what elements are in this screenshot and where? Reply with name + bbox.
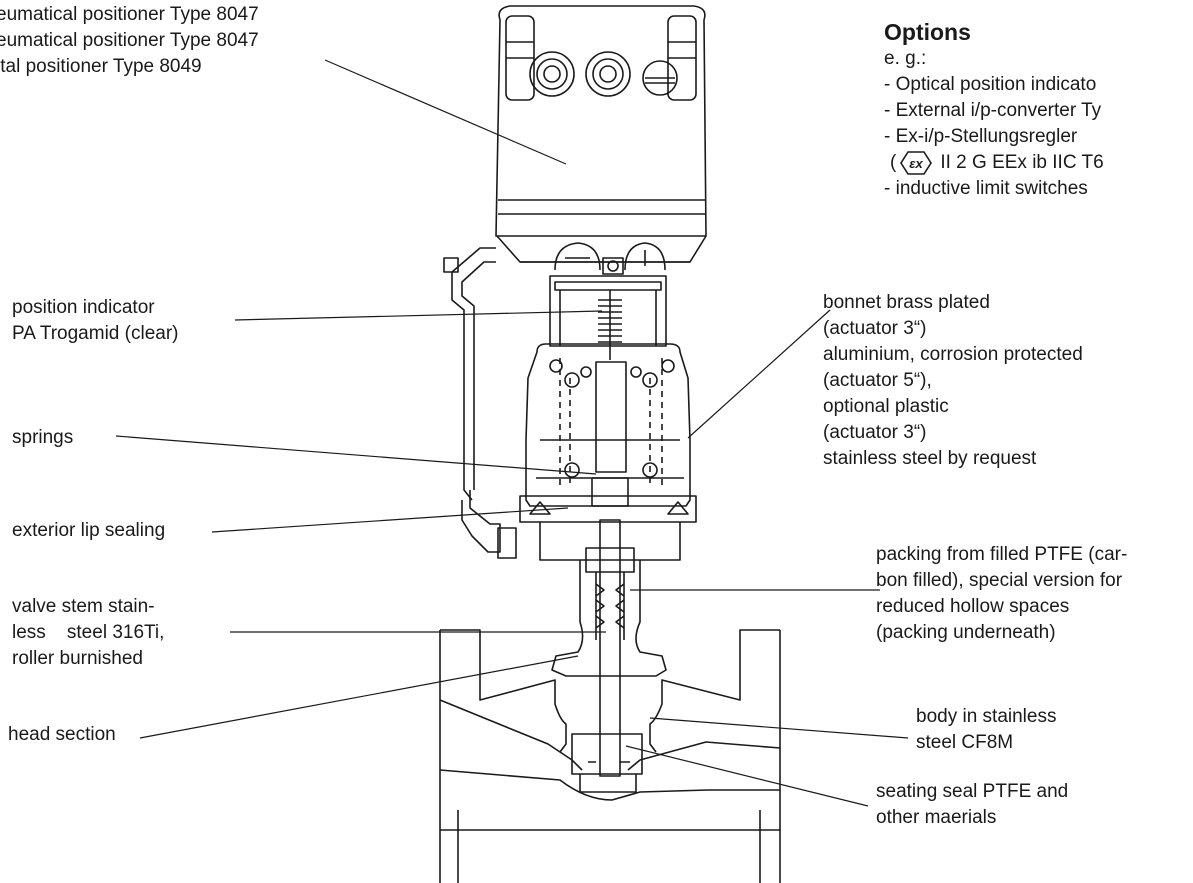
valve-stem-line-2: less steel 316Ti,: [12, 622, 165, 643]
positioner-type-labels: eumatical positioner Type 8047 eumatical…: [0, 2, 259, 80]
packing-label: packing from filled PTFE (car- bon fille…: [876, 542, 1127, 646]
bonnet-line-1: bonnet brass plated: [823, 292, 990, 313]
air-tube: [443, 247, 517, 559]
exterior-lip-text: exterior lip sealing: [12, 520, 166, 541]
options-title: Options: [884, 19, 971, 45]
options-block: Options e. g.: - Optical position indica…: [884, 18, 1104, 202]
valve-stem-line-1: valve stem stain-: [12, 596, 155, 617]
position-indicator-label: position indicator PA Trogamid (clear): [12, 295, 178, 347]
packing-line-3: reduced hollow spaces: [876, 596, 1070, 617]
ex-classification-text: II 2 G EEx ib IIC T6: [940, 152, 1104, 173]
explosion-protection-hexagon-icon: εx: [900, 151, 933, 175]
cable-glands: [529, 51, 678, 97]
seating-line-2: other maerials: [876, 807, 997, 828]
head-section-label: head section: [8, 722, 116, 748]
packing-line-2: bon filled), special version for: [876, 570, 1123, 591]
bonnet-line-3: aluminium, corrosion protected: [823, 344, 1083, 365]
exterior-lip-sealing-label: exterior lip sealing: [12, 518, 165, 544]
options-item-1: - Optical position indicato: [884, 74, 1097, 95]
springs-text: springs: [12, 427, 74, 448]
valve-stem-line-3: roller burnished: [12, 648, 143, 669]
bonnet-line-4: (actuator 5“),: [823, 370, 932, 391]
options-eg: e. g.:: [884, 48, 927, 69]
valve-body: [439, 629, 781, 883]
bonnet-line-7: stainless steel by request: [823, 448, 1037, 469]
positioner-housing: [495, 5, 707, 237]
options-item-4: - inductive limit switches: [884, 178, 1088, 199]
positioner-line-2: eumatical positioner Type 8047: [0, 30, 259, 51]
positioner-bottom-screws: [496, 235, 707, 275]
ex-classification-line: ( εx II 2 G EEx ib IIC T6: [884, 150, 1104, 176]
body-label: body in stainless steel CF8M: [916, 704, 1056, 756]
packing-line-4: (packing underneath): [876, 622, 1056, 643]
seating-line-1: seating seal PTFE and: [876, 781, 1069, 802]
leader-lines: [115, 59, 909, 807]
bonnet-label: bonnet brass plated (actuator 3“) alumin…: [823, 290, 1083, 472]
options-item-3: - Ex-i/p-Stellungsregler: [884, 126, 1078, 147]
position-indicator-line-1: position indicator: [12, 297, 155, 318]
head-section-text: head section: [8, 724, 116, 745]
valve-stem-label: valve stem stain- less steel 316Ti, roll…: [12, 594, 164, 672]
packing-neck: [551, 519, 667, 777]
positioner-line-1: eumatical positioner Type 8047: [0, 4, 259, 25]
body-line-1: body in stainless: [916, 706, 1057, 727]
ex-symbol-text: εx: [910, 156, 924, 171]
actuator-bonnet: [525, 343, 691, 507]
options-item-2: - External i/p-converter Ty: [884, 100, 1102, 121]
ex-open-paren: (: [890, 152, 897, 173]
springs-label: springs: [12, 425, 73, 451]
lip-sealing-plate: [519, 477, 697, 561]
bonnet-line-5: optional plastic: [823, 396, 949, 417]
body-line-2: steel CF8M: [916, 732, 1014, 753]
packing-line-1: packing from filled PTFE (car-: [876, 544, 1128, 565]
positioner-line-3: ital positioner Type 8049: [0, 56, 202, 77]
seating-seal-label: seating seal PTFE and other maerials: [876, 779, 1068, 831]
position-indicator-line-2: PA Trogamid (clear): [12, 323, 179, 344]
bonnet-line-6: (actuator 3“): [823, 422, 927, 443]
bonnet-line-2: (actuator 3“): [823, 318, 927, 339]
position-indicator-yoke: [549, 275, 667, 360]
